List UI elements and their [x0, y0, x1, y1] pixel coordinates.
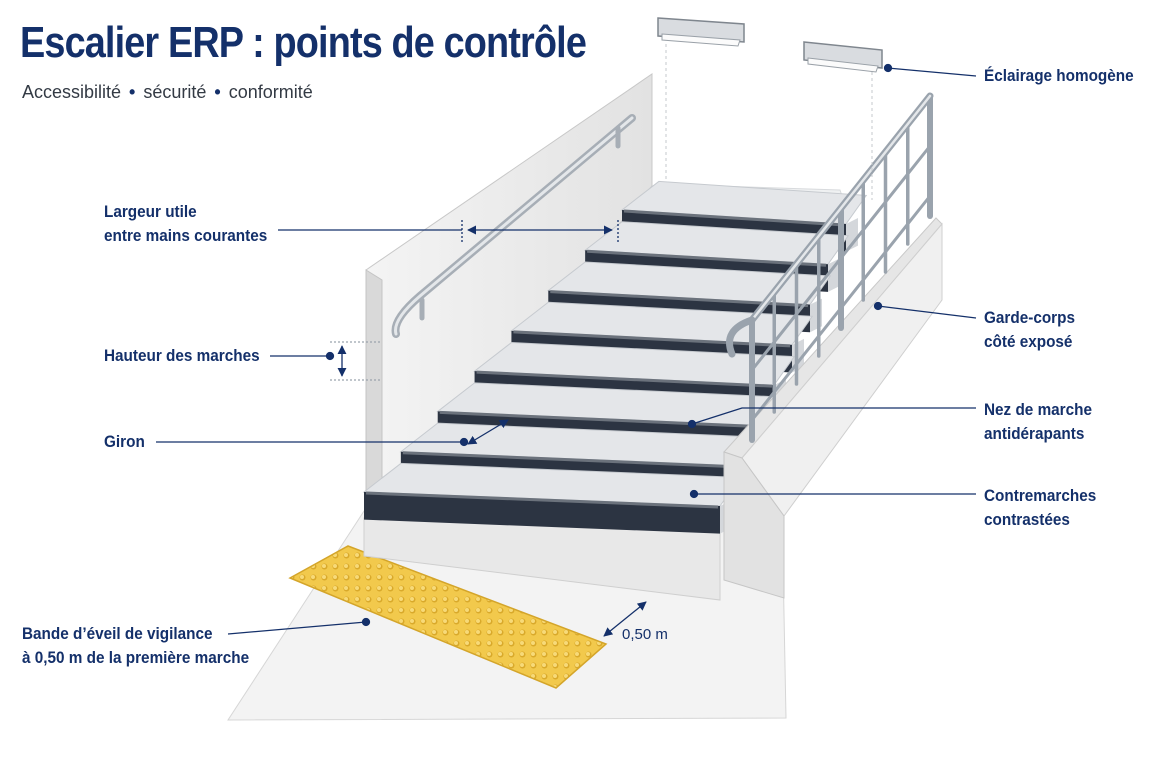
tactile-warning-strip — [288, 545, 608, 689]
callout-line: Contremarches — [984, 486, 1097, 505]
right-wall-end — [723, 451, 785, 599]
stair-nosing — [476, 370, 773, 388]
stair-side — [828, 258, 840, 292]
ceiling-light-2 — [803, 41, 883, 73]
callout-risers: Contremarches contrastées — [984, 484, 1096, 532]
stair-nosing — [439, 410, 755, 428]
callout-line: antidérapants — [984, 424, 1085, 443]
stair-nosing — [623, 209, 845, 227]
callout-step-height: Hauteur des marches — [104, 346, 260, 365]
page-title: Escalier ERP : points de contrôle — [20, 18, 587, 67]
callout-line: Garde-corps — [984, 308, 1075, 327]
callout-leaders — [156, 63, 977, 637]
callout-width: Largeur utile entre mains courantes — [104, 200, 267, 248]
callout-line: Bande d’éveil de vigilance — [22, 624, 213, 643]
bullet-separator: • — [214, 82, 221, 102]
callout-line: côté exposé — [984, 332, 1073, 351]
guardrail-end-curve — [726, 316, 756, 358]
stair-side — [846, 218, 858, 252]
left-wall-end — [365, 269, 383, 511]
subtitle-item: Accessibilité — [22, 82, 122, 102]
stair-nosing — [587, 249, 827, 267]
guardrail-low-rail — [750, 194, 932, 422]
stair-nosing — [365, 491, 719, 509]
callout-line: à 0,50 m de la première marche — [22, 648, 250, 667]
callout-guardrail: Garde-corps côté exposé — [984, 306, 1075, 354]
guardrail — [726, 92, 934, 443]
callout-line: Nez de marche — [984, 400, 1092, 419]
subtitle-item: conformité — [228, 82, 313, 102]
ceiling-light-1 — [657, 17, 745, 47]
left-handrail — [391, 114, 636, 338]
stair-nosing — [513, 330, 791, 348]
callout-warning-strip: Bande d’éveil de vigilance à 0,50 m de l… — [22, 622, 249, 670]
page-subtitle: Accessibilité • sécurité • conformité — [22, 82, 313, 103]
distance-measure-label: 0,50 m — [622, 626, 668, 643]
callout-lighting: Éclairage homogène — [984, 66, 1134, 85]
bullet-separator: • — [129, 82, 136, 102]
stair-riser — [364, 492, 720, 534]
callout-line: entre mains courantes — [104, 226, 268, 245]
callout-tread: Giron — [104, 432, 145, 451]
callout-line: contrastées — [984, 510, 1070, 529]
subtitle-item: sécurité — [143, 82, 207, 102]
guardrail-top-highlight — [750, 94, 932, 322]
callout-nosing: Nez de marche antidérapants — [984, 398, 1092, 446]
callout-line: Largeur utile — [104, 202, 197, 221]
stair-nosing — [402, 451, 737, 469]
guardrail-mid-rail — [750, 144, 932, 372]
